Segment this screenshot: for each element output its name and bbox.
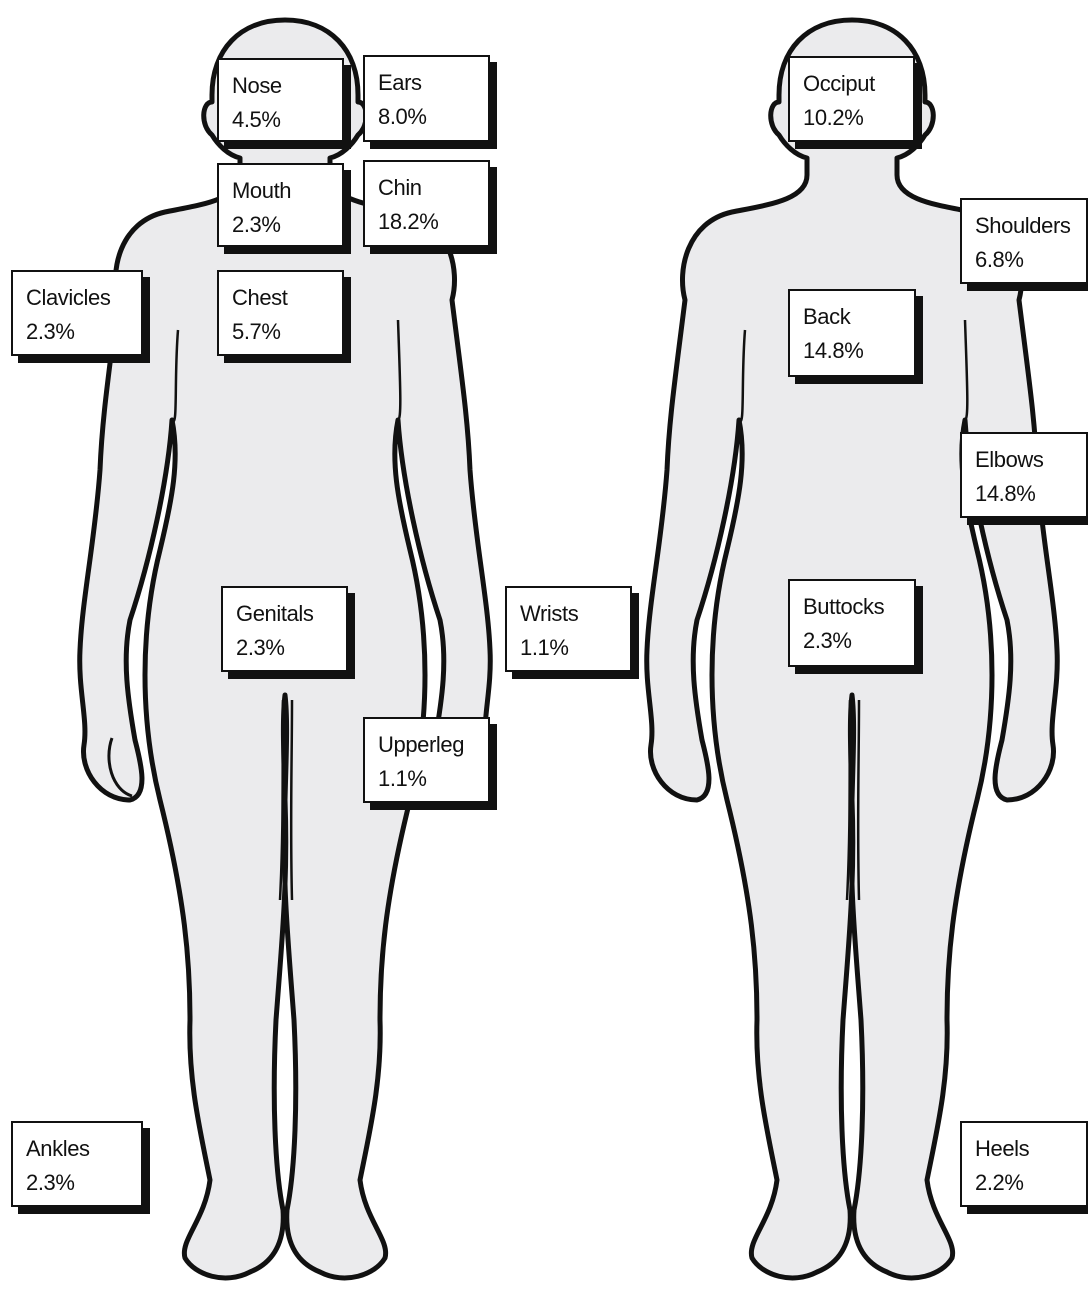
label-elbows-name: Elbows (975, 443, 1074, 477)
label-upperleg-name: Upperleg (378, 728, 476, 762)
label-nose-name: Nose (232, 69, 330, 103)
front-leg-divide-2 (291, 700, 292, 900)
label-ankles-name: Ankles (26, 1132, 129, 1166)
back-leg-divide-2 (858, 700, 859, 900)
label-back-name: Back (803, 300, 902, 334)
label-chin: Chin 18.2% (363, 160, 490, 247)
label-ears-name: Ears (378, 66, 476, 100)
label-occiput: Occiput 10.2% (788, 56, 915, 142)
label-heels: Heels 2.2% (960, 1121, 1088, 1207)
label-back-pct: 14.8% (803, 334, 902, 368)
label-nose-pct: 4.5% (232, 103, 330, 137)
label-back: Back 14.8% (788, 289, 916, 377)
label-buttocks-pct: 2.3% (803, 624, 902, 658)
label-occiput-pct: 10.2% (803, 101, 901, 135)
label-chest: Chest 5.7% (217, 270, 344, 356)
label-elbows-pct: 14.8% (975, 477, 1074, 511)
label-wrists-name: Wrists (520, 597, 618, 631)
label-clavicles-name: Clavicles (26, 281, 129, 315)
label-chest-pct: 5.7% (232, 315, 330, 349)
label-ears: Ears 8.0% (363, 55, 490, 142)
label-genitals: Genitals 2.3% (221, 586, 348, 672)
label-elbows: Elbows 14.8% (960, 432, 1088, 518)
label-wrists-pct: 1.1% (520, 631, 618, 665)
label-ankles-pct: 2.3% (26, 1166, 129, 1200)
label-chin-pct: 18.2% (378, 205, 476, 239)
label-clavicles-pct: 2.3% (26, 315, 129, 349)
label-ankles: Ankles 2.3% (11, 1121, 143, 1207)
label-shoulders-pct: 6.8% (975, 243, 1074, 277)
label-ears-pct: 8.0% (378, 100, 476, 134)
label-mouth: Mouth 2.3% (217, 163, 344, 247)
label-chin-name: Chin (378, 171, 476, 205)
label-genitals-name: Genitals (236, 597, 334, 631)
label-buttocks: Buttocks 2.3% (788, 579, 916, 667)
label-shoulders: Shoulders 6.8% (960, 198, 1088, 284)
label-upperleg-pct: 1.1% (378, 762, 476, 796)
label-shoulders-name: Shoulders (975, 209, 1074, 243)
label-chest-name: Chest (232, 281, 330, 315)
label-clavicles: Clavicles 2.3% (11, 270, 143, 356)
label-heels-pct: 2.2% (975, 1166, 1074, 1200)
label-occiput-name: Occiput (803, 67, 901, 101)
label-heels-name: Heels (975, 1132, 1074, 1166)
label-nose: Nose 4.5% (217, 58, 344, 142)
label-wrists: Wrists 1.1% (505, 586, 632, 672)
label-upperleg: Upperleg 1.1% (363, 717, 490, 803)
label-genitals-pct: 2.3% (236, 631, 334, 665)
label-buttocks-name: Buttocks (803, 590, 902, 624)
label-mouth-pct: 2.3% (232, 208, 330, 242)
label-mouth-name: Mouth (232, 174, 330, 208)
